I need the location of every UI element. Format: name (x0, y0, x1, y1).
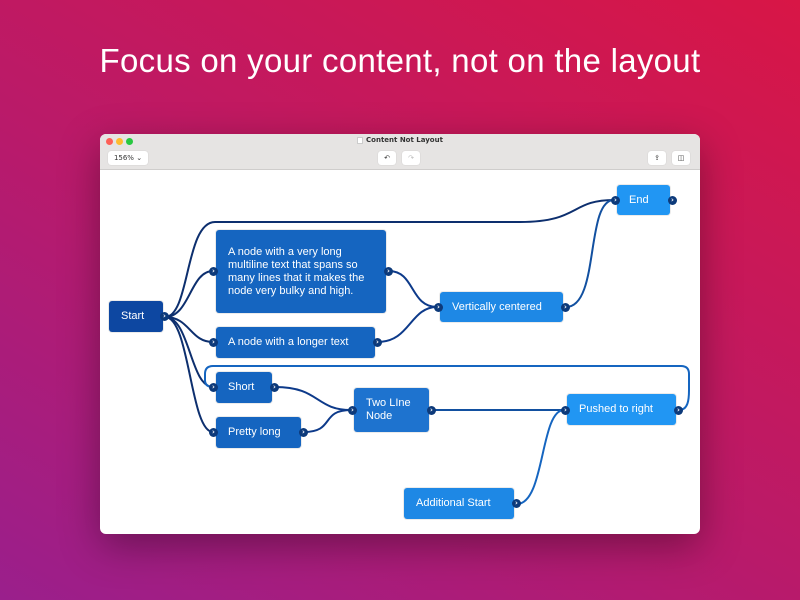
zoom-value: 156% (113, 154, 134, 162)
node-long-text[interactable]: A node with a very long multiline text t… (216, 230, 386, 313)
redo-button[interactable]: ↷ (402, 151, 420, 165)
node-end[interactable]: End (617, 185, 670, 215)
node-pretty-long[interactable]: Pretty long (216, 417, 301, 448)
close-button[interactable] (106, 138, 113, 145)
node-label: A node with a very long multiline text t… (228, 245, 365, 297)
zoom-window-button[interactable] (126, 138, 133, 145)
port-out-icon[interactable]: › (160, 312, 169, 321)
headline: Focus on your content, not on the layout (99, 42, 701, 79)
node-label: End (629, 193, 649, 206)
node-label: Pretty long (228, 426, 281, 438)
canvas[interactable]: Start A node with a very long multiline … (100, 134, 700, 534)
port-out-icon[interactable]: › (427, 406, 436, 415)
port-in-icon[interactable]: › (611, 196, 620, 205)
node-start[interactable]: Start (109, 301, 163, 332)
app-window: Content Not Layout 156% ⌄ ↶ ↷ ⇪ ◫ Start … (100, 134, 700, 534)
node-label: Start (121, 310, 145, 322)
port-in-icon[interactable]: › (209, 338, 218, 347)
node-label: Short (228, 381, 255, 393)
port-in-icon[interactable]: › (434, 303, 443, 312)
node-label: Vertically centered (452, 300, 542, 313)
edge-start-long (164, 270, 214, 318)
node-pushed-right[interactable]: Pushed to right (567, 394, 676, 425)
chevron-down-icon: ⌄ (136, 154, 143, 162)
window-title: Content Not Layout (100, 136, 700, 144)
node-vertically-centered[interactable]: Vertically centered (440, 292, 563, 322)
port-out-icon[interactable]: › (674, 406, 683, 415)
node-label: A node with a longer text (228, 336, 349, 348)
undo-icon: ↶ (384, 154, 390, 162)
port-out-icon[interactable]: › (512, 499, 521, 508)
port-out-icon[interactable]: › (373, 338, 382, 347)
minimize-button[interactable] (116, 138, 123, 145)
port-in-icon[interactable]: › (348, 406, 357, 415)
window-title-text: Content Not Layout (366, 136, 443, 144)
edge-longer-vc (377, 306, 438, 343)
node-two-line[interactable]: Two LIne Node (354, 388, 429, 432)
zoom-dropdown[interactable]: 156% ⌄ (108, 151, 148, 165)
sidebar-toggle-button[interactable]: ◫ (672, 151, 690, 165)
port-in-icon[interactable]: › (209, 428, 218, 437)
node-short[interactable]: Short (216, 372, 272, 403)
port-in-icon[interactable]: › (561, 406, 570, 415)
port-out-icon[interactable]: › (668, 196, 677, 205)
edge-start-pretty-long (164, 316, 214, 433)
edge-pretty-two (303, 409, 352, 433)
share-button[interactable]: ⇪ (648, 151, 666, 165)
port-out-icon[interactable]: › (270, 383, 279, 392)
port-out-icon[interactable]: › (561, 303, 570, 312)
port-out-icon[interactable]: › (384, 267, 393, 276)
sidebar-icon: ◫ (677, 154, 685, 162)
port-in-icon[interactable]: › (209, 383, 218, 392)
edge-vc-end (565, 199, 615, 308)
node-longer-text[interactable]: A node with a longer text (216, 327, 375, 358)
undo-button[interactable]: ↶ (378, 151, 396, 165)
edge-start-end (164, 199, 615, 318)
node-label: Two LIne Node (366, 397, 411, 422)
edge-short-two (274, 386, 352, 411)
node-label: Additional Start (416, 497, 491, 509)
edge-long-vc (388, 270, 438, 308)
edges (164, 199, 690, 505)
redo-icon: ↷ (408, 154, 414, 162)
edge-additional-pushed (516, 409, 565, 505)
node-additional-start[interactable]: Additional Start (404, 488, 514, 519)
port-in-icon[interactable]: › (209, 267, 218, 276)
edge-pushed-short-loop (204, 365, 690, 411)
document-icon (357, 136, 364, 144)
titlebar: Content Not Layout 156% ⌄ ↶ ↷ ⇪ ◫ (100, 134, 700, 170)
node-label: Pushed to right (579, 403, 653, 415)
port-out-icon[interactable]: › (299, 428, 308, 437)
share-icon: ⇪ (654, 154, 660, 162)
